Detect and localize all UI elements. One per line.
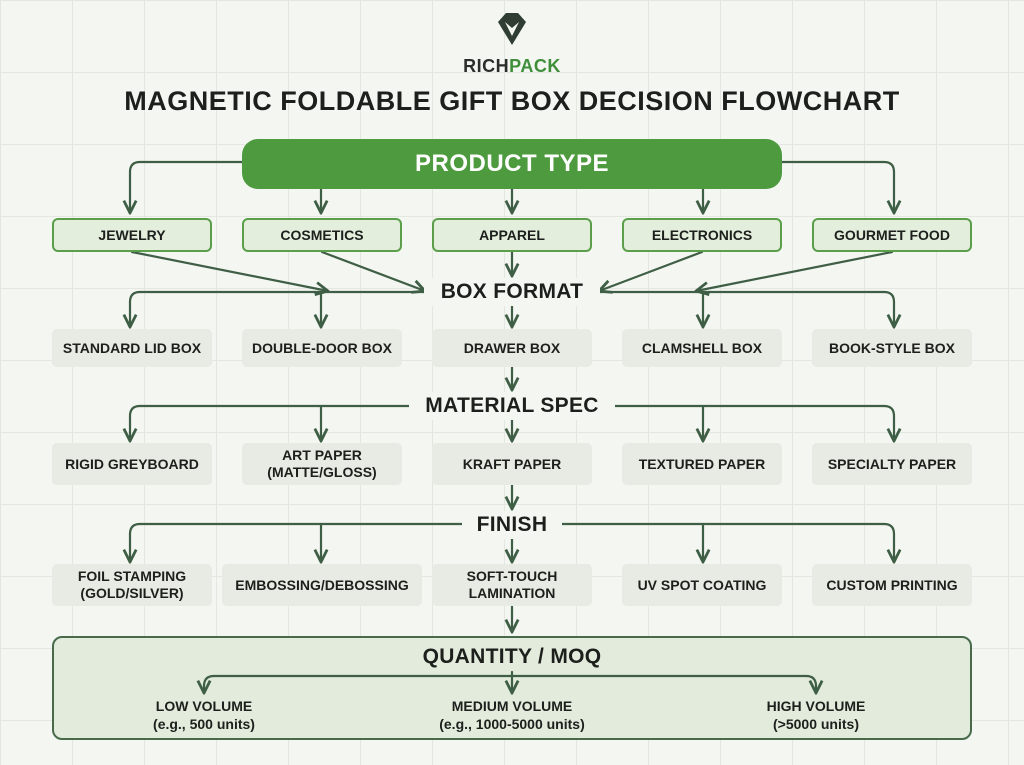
richpack-logo: RICHPACK	[462, 12, 562, 78]
quantity-medium-volume: MEDIUM VOLUME (e.g., 1000-5000 units)	[412, 696, 612, 734]
box-format-heading: BOX FORMAT	[424, 278, 600, 306]
medium-volume-example: (e.g., 1000-5000 units)	[439, 716, 585, 732]
quantity-low-volume: LOW VOLUME (e.g., 500 units)	[104, 696, 304, 734]
format-standard-lid-box: STANDARD LID BOX	[52, 329, 212, 367]
brand-name-part1: RICH	[463, 56, 510, 76]
material-specialty-paper: SPECIALTY PAPER	[812, 443, 972, 485]
finish-embossing-debossing: EMBOSSING/DEBOSSING	[222, 564, 422, 606]
brand-name-part2: PACK	[509, 56, 561, 76]
low-volume-name: LOW VOLUME	[155, 698, 253, 714]
brand-name: RICHPACK	[462, 56, 562, 77]
quantity-high-volume: HIGH VOLUME (>5000 units)	[716, 696, 916, 734]
material-art-paper: ART PAPER(MATTE/GLOSS)	[242, 443, 402, 485]
material-spec-heading: MATERIAL SPEC	[409, 392, 615, 420]
format-book-style-box: BOOK-STYLE BOX	[812, 329, 972, 367]
connector-root-jewelry	[130, 160, 244, 213]
connector-root-gourmet	[780, 160, 894, 213]
format-double-door-box: DOUBLE-DOOR BOX	[242, 329, 402, 367]
finish-heading: FINISH	[462, 511, 562, 539]
material-rigid-greyboard: RIGID GREYBOARD	[52, 443, 212, 485]
format-drawer-box: DRAWER BOX	[432, 329, 592, 367]
page-title: MAGNETIC FOLDABLE GIFT BOX DECISION FLOW…	[124, 86, 900, 116]
finish-custom-printing: CUSTOM PRINTING	[812, 564, 972, 606]
product-electronics: ELECTRONICS	[622, 218, 782, 252]
connector-electronics-format	[599, 250, 704, 291]
product-type-node: PRODUCT TYPE	[242, 139, 782, 189]
quantity-heading: QUANTITY / MOQ	[422, 645, 602, 668]
connector-jewelry-format	[130, 250, 328, 291]
material-textured-paper: TEXTURED PAPER	[622, 443, 782, 485]
product-apparel: APPAREL	[432, 218, 592, 252]
product-jewelry: JEWELRY	[52, 218, 212, 252]
medium-volume-name: MEDIUM VOLUME	[451, 698, 573, 714]
low-volume-example: (e.g., 500 units)	[153, 716, 255, 732]
finish-foil-stamping: FOIL STAMPING(GOLD/SILVER)	[52, 564, 212, 606]
finish-uv-spot-coating: UV SPOT COATING	[622, 564, 782, 606]
high-volume-example: (>5000 units)	[773, 716, 859, 732]
product-gourmet-food: GOURMET FOOD	[812, 218, 972, 252]
format-clamshell-box: CLAMSHELL BOX	[622, 329, 782, 367]
diamond-logo-icon	[498, 13, 526, 45]
product-cosmetics: COSMETICS	[242, 218, 402, 252]
connector-cosmetics-format	[320, 250, 425, 291]
connector-gourmet-format	[696, 250, 894, 291]
high-volume-name: HIGH VOLUME	[766, 698, 866, 714]
material-kraft-paper: KRAFT PAPER	[432, 443, 592, 485]
